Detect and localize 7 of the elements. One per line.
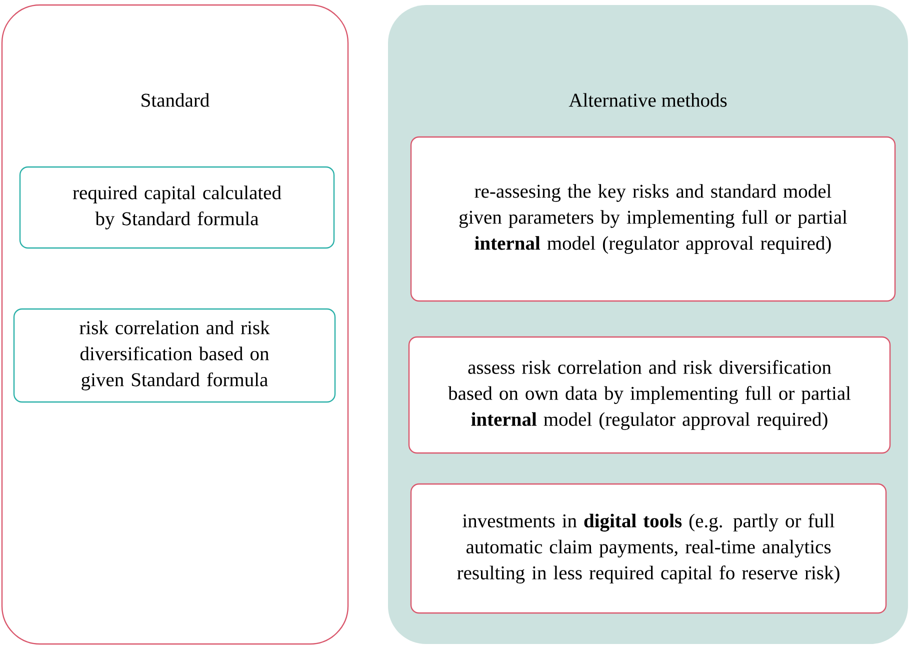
text-box: risk correlation and risk diversification based on given Standard formula [13, 308, 336, 403]
panel-heading: Alternative methods [568, 93, 727, 107]
panel-heading: Standard [142, 93, 210, 107]
text-box: required capital calculated by Standard formula [19, 166, 335, 249]
text-box: investments in digital tools (e.g. partly or full automatic claim payments, real-time analytics resulting in less required capital fo reserve risk) [410, 483, 887, 614]
text-box: re-assesing the key risks and standard model given parameters by implementing full or partial internal model (regulator approval required) [410, 136, 896, 302]
text-box: assess risk correlation and risk diversification based on own data by implementing full or partial internal model (regulator approval required) [408, 336, 891, 454]
